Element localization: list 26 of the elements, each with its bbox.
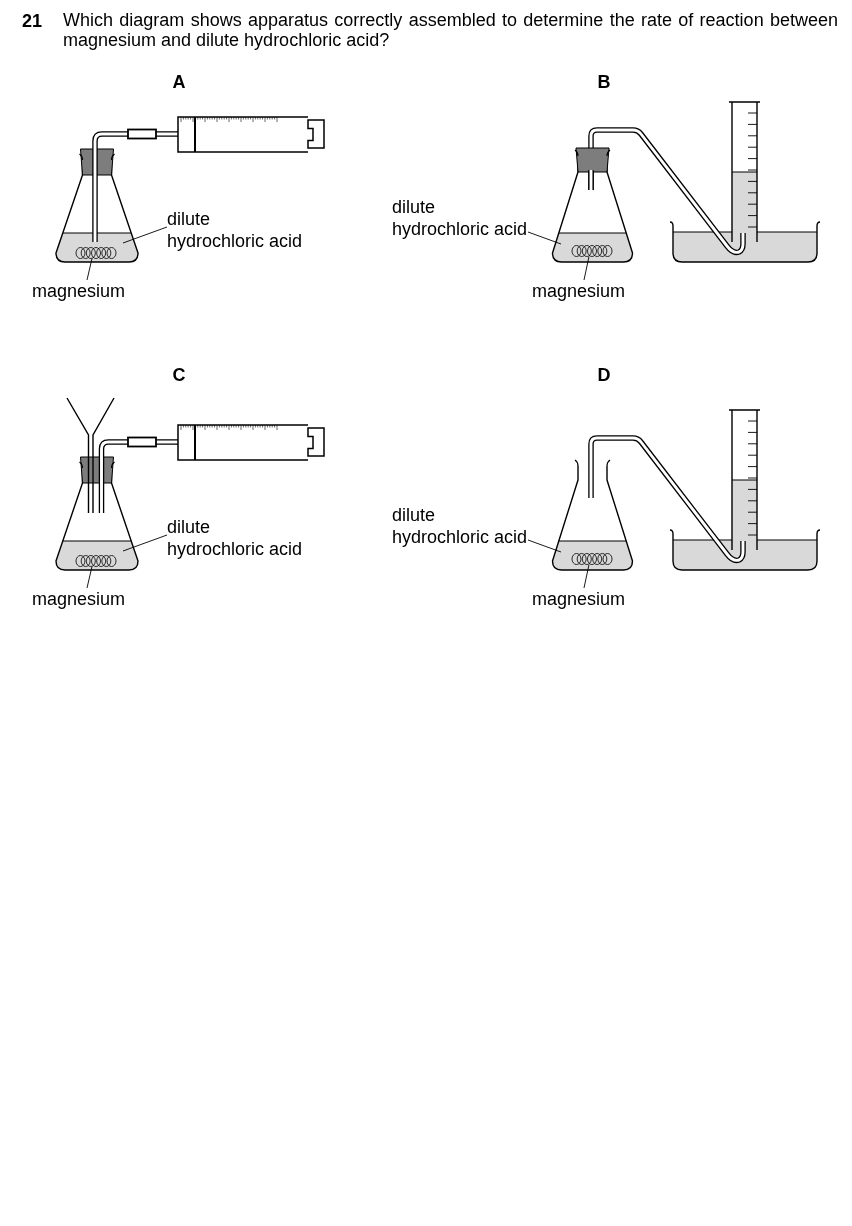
question-number: 21 [22, 10, 43, 32]
part-label: magnesium [32, 588, 126, 610]
part-label: dilute hydrochloric acid [392, 504, 528, 548]
part-label: magnesium [532, 588, 626, 610]
question-text: Which diagram shows apparatus correctly assembled to determine the rate of reaction between magnesium and dilute hydrochloric acid? [63, 10, 838, 50]
leader-line [86, 258, 93, 281]
coil-icon [75, 247, 117, 259]
option-letter: C [172, 364, 186, 386]
leader-line [122, 226, 168, 244]
part-label: magnesium [32, 280, 126, 302]
coil-icon [75, 555, 117, 567]
part-label: dilute hydrochloric acid [167, 208, 303, 252]
leader-line [583, 564, 590, 589]
leader-line [527, 539, 562, 553]
part-label: magnesium [532, 280, 626, 302]
option-letter: D [597, 364, 611, 386]
leader-line [86, 566, 93, 589]
leader-line [583, 256, 590, 281]
option-letter: B [597, 71, 611, 93]
coil-icon [571, 245, 613, 257]
option-letter: A [172, 71, 186, 93]
leader-line [122, 534, 168, 552]
leader-line [527, 231, 562, 245]
coil-icon [571, 553, 613, 565]
part-label: dilute hydrochloric acid [392, 196, 528, 240]
part-label: dilute hydrochloric acid [167, 516, 303, 560]
